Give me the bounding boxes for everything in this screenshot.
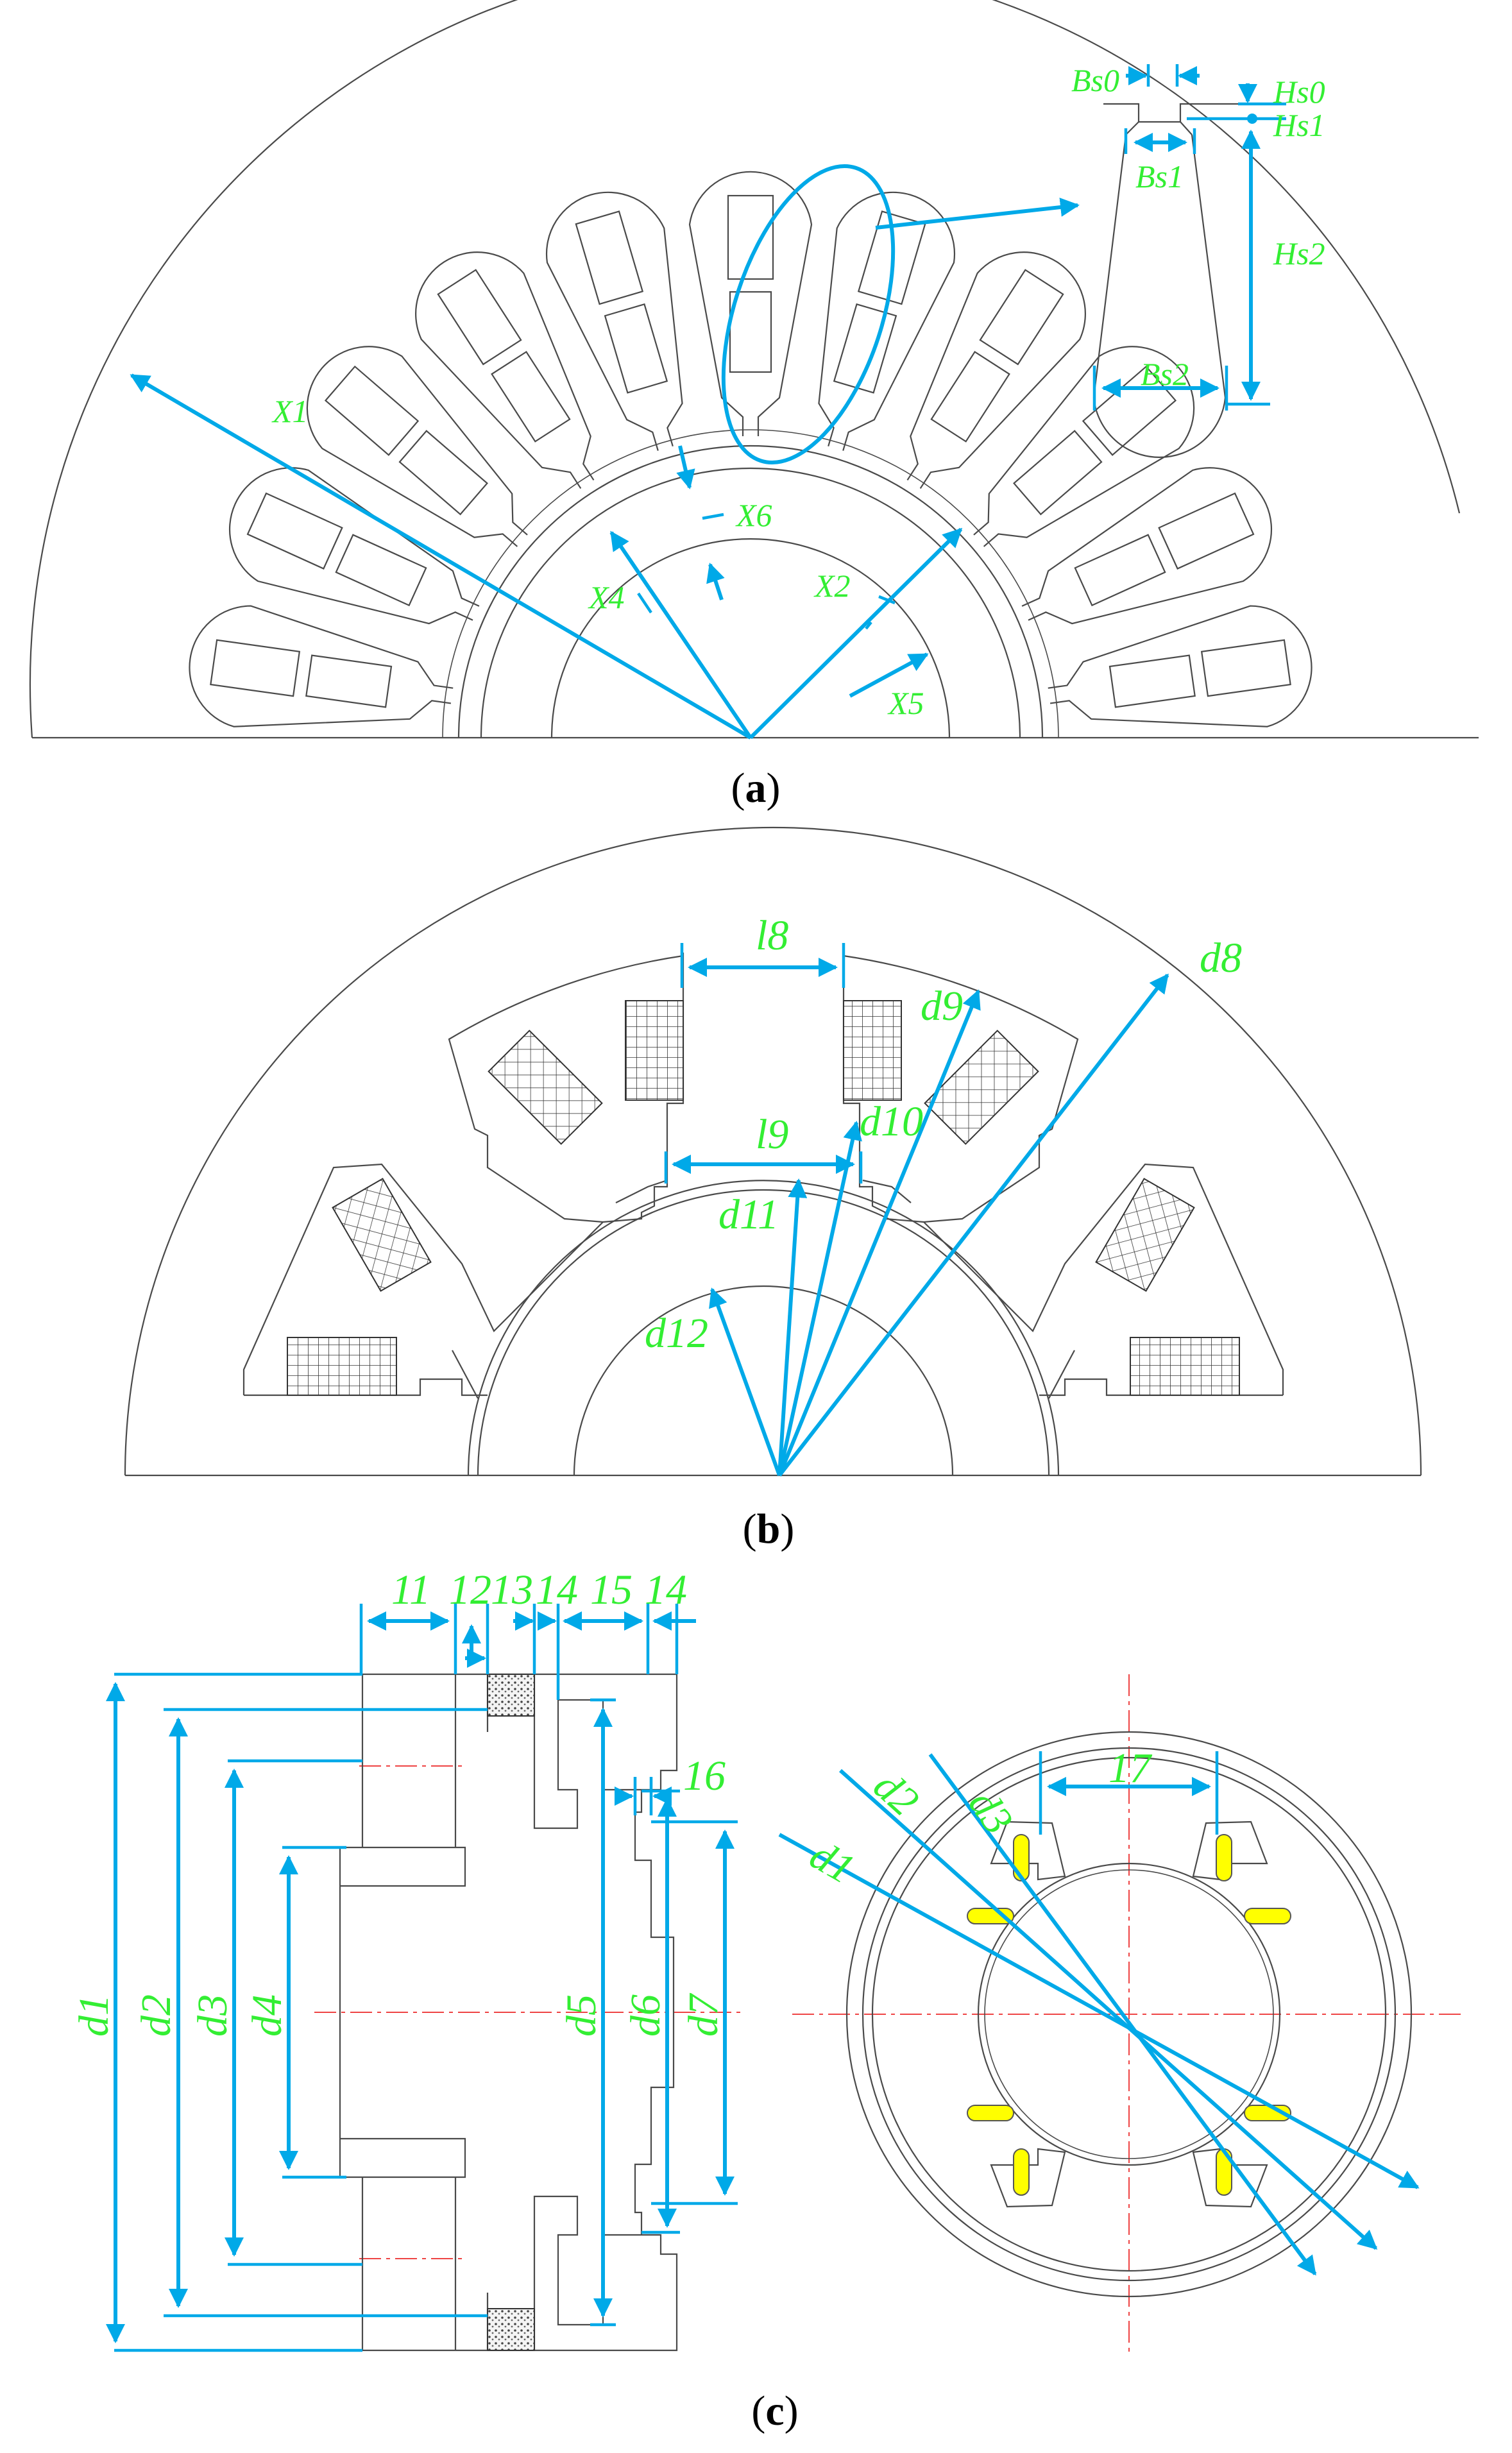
label-x1: X1 (271, 393, 309, 429)
slot-detail (1092, 64, 1286, 458)
label-hs2: Hs2 (1273, 235, 1325, 271)
label-d12: d12 (645, 1310, 708, 1357)
caption-c: (c) (751, 2388, 798, 2434)
axial-dims (359, 1604, 696, 1815)
label-x5: X5 (887, 685, 924, 721)
label-bs0: Bs0 (1071, 62, 1119, 98)
label-14a: 14 (536, 1566, 578, 1613)
stator-slot (228, 467, 480, 625)
label-15: 15 (590, 1566, 633, 1613)
label-11: 11 (391, 1566, 430, 1613)
caption-a: (a) (731, 765, 781, 811)
label-d9: d9 (921, 983, 963, 1030)
label-d11: d11 (718, 1191, 779, 1238)
caption-b: (b) (743, 1506, 795, 1552)
label-16: 16 (683, 1753, 726, 1799)
label-end-d1: d1 (803, 1831, 863, 1893)
panel-c-end-view: 17 d1 d2 d3 (c) (751, 1674, 1466, 2434)
label-l8: l8 (756, 912, 788, 959)
panel-c-right-labels: 17 d1 d2 d3 (803, 1745, 1153, 1893)
section-outline-top (339, 1673, 678, 2012)
rotor-b-outer (467, 1179, 1060, 1476)
slot-detail-pointer (875, 198, 1080, 230)
label-l9: l9 (756, 1111, 788, 1158)
label-end-d3: d3 (960, 1781, 1023, 1843)
end-outer-ring (845, 1731, 1413, 2298)
stator-coils (287, 1000, 1240, 1396)
stator-slots (189, 171, 1312, 727)
label-d6: d6 (622, 1994, 669, 2037)
stator-outer-arc (29, 0, 1461, 738)
panel-a-labels: X1 X2 X4 X5 X6 Bs0 Bs1 Bs2 Hs0 Hs1 Hs2 (271, 62, 1325, 721)
stator-slot (906, 251, 1086, 489)
stator-slot (688, 171, 813, 436)
magnet-top (487, 1674, 535, 1717)
stator-slot (415, 251, 595, 489)
panel-b-labels: l8 l9 d8 d9 d10 d11 d12 (645, 912, 1242, 1357)
panel-b-switched-reluctance: l8 l9 d8 d9 d10 d11 d12 (b) (124, 826, 1422, 1552)
stator-b-outer-arc (124, 826, 1422, 1476)
label-x6: X6 (735, 497, 772, 533)
label-hs0: Hs0 (1273, 74, 1325, 110)
label-bs1: Bs1 (1135, 158, 1184, 194)
label-hs1: Hs1 (1273, 107, 1325, 143)
slot-highlight-ellipse (721, 164, 896, 465)
panel-c-section-view: 11 12 13 14 15 14 16 d1 d2 d3 d4 d5 d6 d… (71, 1566, 744, 2352)
dims-b (664, 943, 1169, 1477)
rotor-rings (442, 429, 1059, 738)
radius-arrows-a (130, 373, 963, 740)
panel-a-induction-stator-rotor: X1 X2 X4 X5 X6 Bs0 Bs1 Bs2 Hs0 Hs1 Hs2 (… (29, 0, 1479, 811)
stator-slot (1048, 605, 1312, 727)
label-13: 13 (491, 1566, 533, 1613)
section-outline-bottom (339, 2012, 678, 2352)
magnet-bottom (487, 2308, 535, 2351)
end-inner-bore (977, 1862, 1281, 2166)
rotor-b-bore (573, 1285, 954, 1476)
label-d7: d7 (680, 1992, 727, 2037)
stator-slot (545, 191, 683, 451)
panel-c-left-labels: 11 12 13 14 15 14 16 d1 d2 d3 d4 d5 d6 d… (71, 1566, 727, 2037)
label-17: 17 (1109, 1745, 1153, 1792)
end-view-dims (778, 1751, 1420, 2276)
label-d2: d2 (133, 1994, 180, 2037)
label-d4: d4 (244, 1994, 291, 2037)
label-x4: X4 (588, 579, 625, 615)
stator-slot (818, 191, 956, 451)
label-d1: d1 (71, 1994, 117, 2037)
label-end-d2: d2 (865, 1762, 928, 1825)
label-bs2: Bs2 (1141, 356, 1189, 392)
label-d8: d8 (1200, 935, 1242, 981)
stator-b-pole-outline (242, 953, 1284, 1395)
label-d5: d5 (558, 1994, 605, 2037)
label-d3: d3 (189, 1994, 236, 2037)
label-d10: d10 (860, 1098, 923, 1145)
diameter-dims (106, 1672, 738, 2352)
label-x2: X2 (813, 568, 851, 604)
stator-slot (1021, 467, 1273, 625)
label-12: 12 (449, 1566, 491, 1613)
stator-slot (189, 605, 454, 727)
stator-slot (306, 346, 528, 547)
label-14b: 14 (645, 1566, 687, 1613)
